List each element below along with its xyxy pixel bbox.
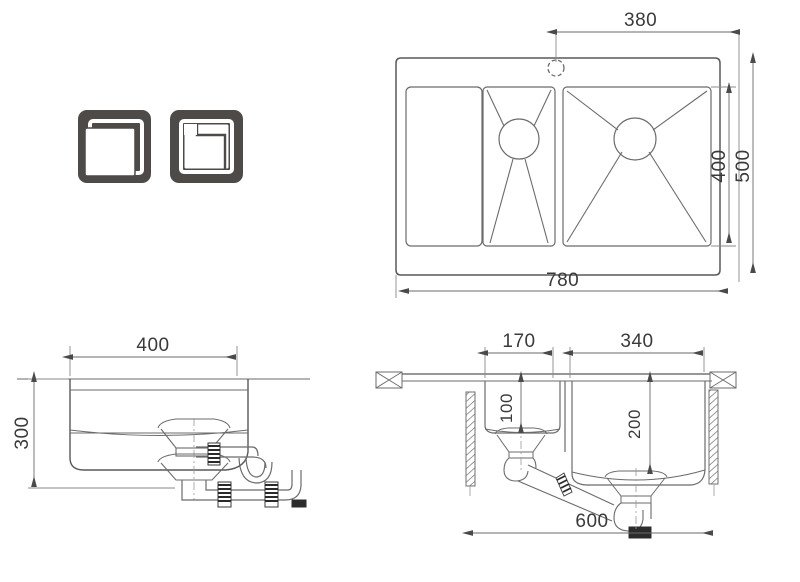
sink-body-side — [69, 379, 249, 471]
bowl-small-section — [484, 381, 561, 434]
bowl-config-icon-group — [78, 110, 243, 183]
tap-hole — [547, 59, 565, 77]
dim-label-500: 500 — [733, 149, 754, 182]
bowl-small — [482, 86, 556, 247]
counter-bracket-left — [375, 371, 403, 389]
pipe-end-cap — [291, 499, 307, 508]
dim-label-200: 200 — [625, 409, 644, 439]
section-pipe-cap — [628, 526, 652, 539]
wall-section-left — [465, 391, 476, 487]
corrugated-band-2 — [217, 481, 232, 508]
dim-label-780: 780 — [546, 270, 579, 291]
corrugated-band-section — [555, 472, 573, 497]
bowl-small-drain — [498, 118, 540, 160]
dim-label-600: 600 — [575, 511, 608, 532]
corrugated-band-3 — [264, 481, 279, 508]
dim-label-300: 300 — [12, 416, 33, 449]
dim-label-100: 100 — [497, 393, 516, 423]
bowl-large — [562, 86, 712, 247]
corrugated-band-1 — [207, 442, 221, 466]
dim-label-170: 170 — [502, 331, 535, 352]
counter-bracket-right — [709, 371, 737, 389]
bowl-large-section — [571, 381, 706, 486]
section-view-group: 170 340 100 200 600 — [375, 331, 737, 539]
bowl-config-left-icon — [78, 110, 151, 183]
wall-section-right — [708, 389, 719, 485]
dim-label-340: 340 — [620, 331, 653, 352]
sink-outline — [395, 57, 721, 276]
bowl-config-right-icon — [170, 110, 243, 183]
top-view-group: 380 780 400 500 — [395, 10, 756, 298]
drainer-panel — [405, 86, 483, 247]
side-elevation-group: 400 300 — [12, 335, 310, 508]
dim-label-400-top: 400 — [709, 149, 730, 182]
dim-label-380: 380 — [624, 10, 657, 31]
dim-label-400-side: 400 — [136, 335, 169, 356]
bowl-large-drain — [613, 117, 657, 161]
